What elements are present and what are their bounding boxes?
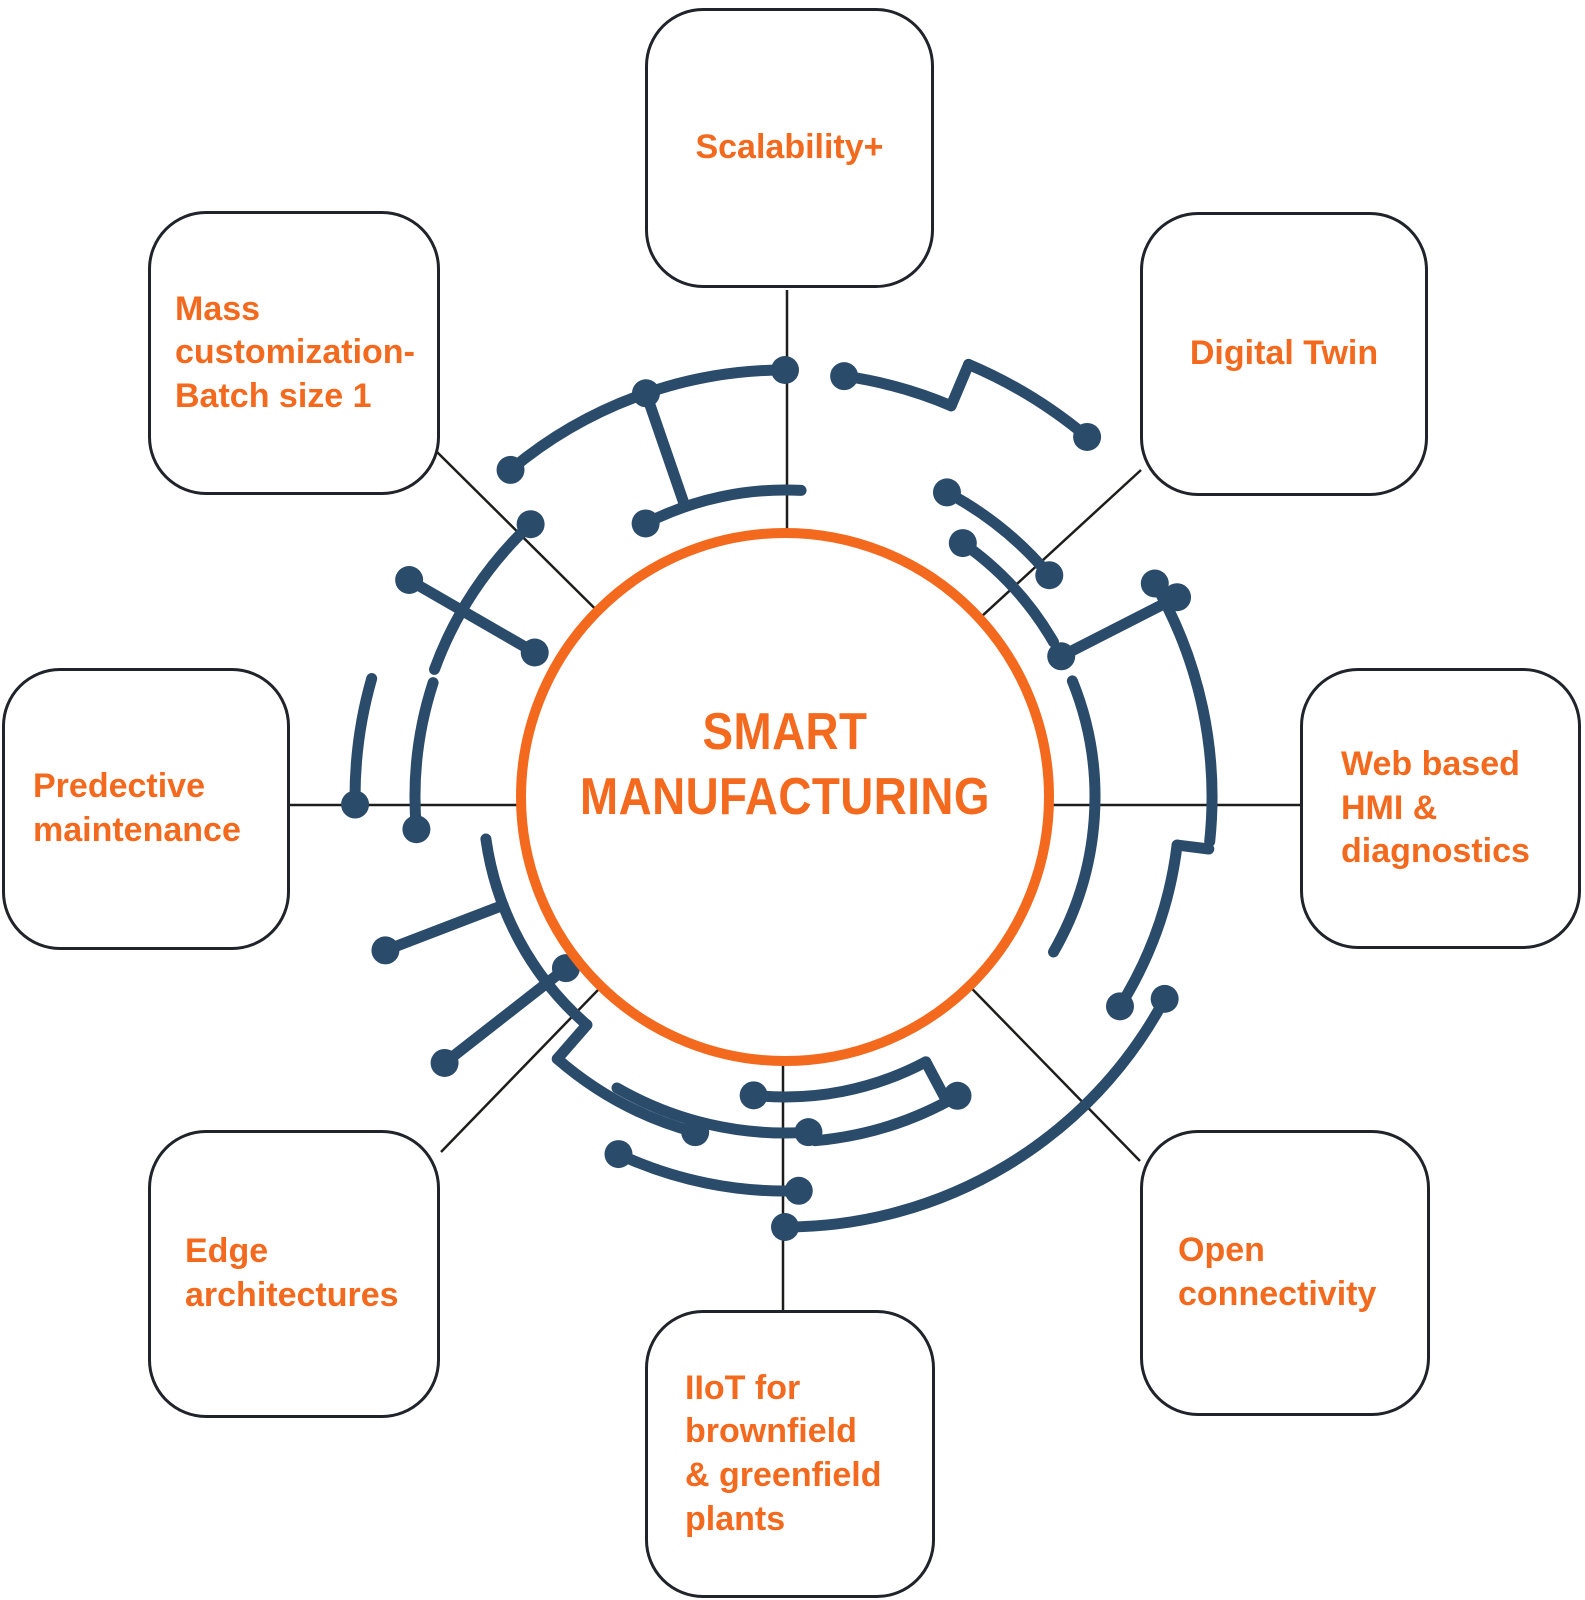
node-scalability-label: Scalability+ xyxy=(695,128,884,167)
hub-title: SMART MANUFACTURING xyxy=(574,700,996,830)
node-edge-architectures: Edge architectures xyxy=(148,1130,440,1418)
node-iiot-plants-label: IIoT for brownfield & greenfield plants xyxy=(685,1368,882,1538)
node-mass-customization: Mass customization- Batch size 1 xyxy=(148,211,440,495)
node-web-based-hmi-label: Web based HMI & diagnostics xyxy=(1341,745,1530,871)
node-open-connectivity: Open connectivity xyxy=(1140,1130,1430,1416)
node-predective-maintenance-label: Predective maintenance xyxy=(33,767,241,849)
hub-circle xyxy=(516,528,1054,1066)
node-edge-architectures-label: Edge architectures xyxy=(185,1232,399,1314)
hub-title-line2: MANUFACTURING xyxy=(580,768,990,826)
node-mass-customization-label: Mass customization- Batch size 1 xyxy=(175,289,415,415)
node-digital-twin: Digital Twin xyxy=(1140,212,1428,496)
node-digital-twin-label: Digital Twin xyxy=(1189,334,1379,373)
node-scalability: Scalability+ xyxy=(645,8,934,288)
node-web-based-hmi: Web based HMI & diagnostics xyxy=(1300,668,1581,949)
node-open-connectivity-label: Open connectivity xyxy=(1178,1231,1377,1313)
hub-title-line1: SMART xyxy=(702,703,868,761)
node-iiot-plants: IIoT for brownfield & greenfield plants xyxy=(645,1310,935,1598)
node-predective-maintenance: Predective maintenance xyxy=(2,668,290,950)
